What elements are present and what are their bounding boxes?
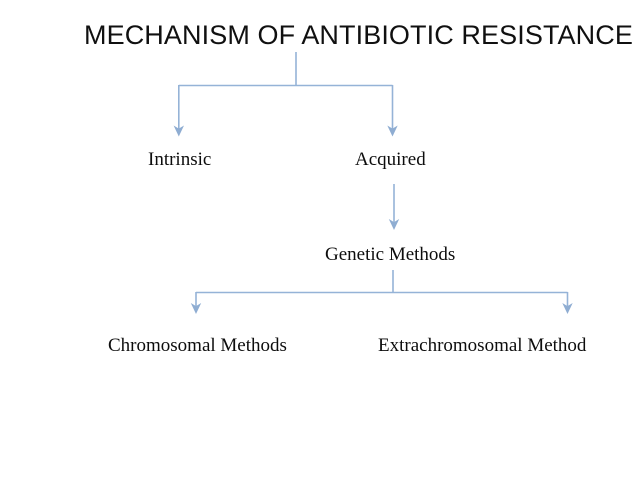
node-chromosomal-methods[interactable]: Chromosomal Methods xyxy=(108,335,287,356)
connector-branch-to-acquired xyxy=(387,85,398,137)
node-genetic-methods[interactable]: Genetic Methods xyxy=(325,244,456,265)
connector-branch-to-extrachromosomal xyxy=(562,292,573,314)
connector-branch-to-chromosomal xyxy=(190,292,202,314)
node-acquired[interactable]: Acquired xyxy=(355,149,426,170)
node-intrinsic[interactable]: Intrinsic xyxy=(148,149,212,170)
connector-branch-to-intrinsic xyxy=(173,85,184,137)
page-title: MECHANISM OF ANTIBIOTIC RESISTANCE xyxy=(84,20,633,50)
node-extrachromosomal-method[interactable]: Extrachromosomal Method xyxy=(378,335,587,356)
connector-acquired-to-genetic-methods xyxy=(388,184,400,230)
